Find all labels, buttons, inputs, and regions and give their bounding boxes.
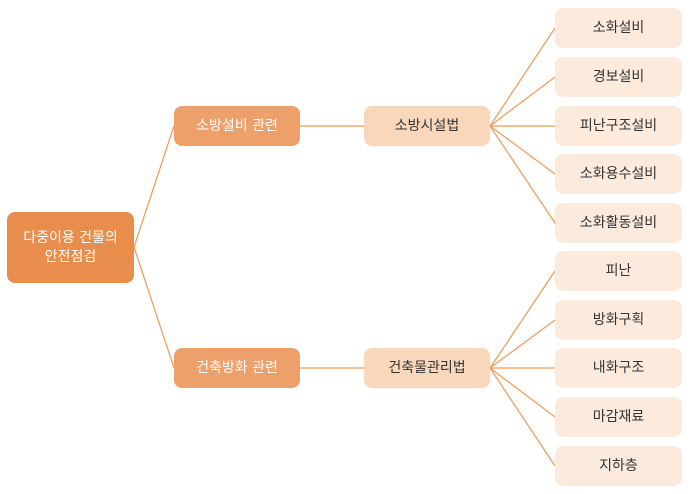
leaf-label: 내화구조 [592, 359, 645, 376]
root-label-line2: 안전점검 [44, 248, 97, 265]
leaf-evacuation: 피난 [555, 251, 682, 291]
law-fire-label: 소방시설법 [394, 117, 460, 134]
leaf-label: 방화구획 [592, 311, 645, 328]
root-label-line1: 다중이용 건물의 [23, 229, 118, 246]
law-building-label: 건축물관리법 [388, 359, 466, 376]
category-building-label: 건축방화 관련 [196, 359, 278, 376]
root-node: 다중이용 건물의 안전점검 [7, 212, 134, 283]
leaf-fire-water-equipment: 소화용수설비 [555, 154, 682, 194]
leaf-label: 지하층 [599, 457, 638, 474]
connector-law1-to-leaf1 [489, 27, 556, 127]
connector-law1-to-leaf4 [489, 125, 556, 175]
law-building-management-act: 건축물관리법 [364, 348, 490, 388]
leaf-label: 소화설비 [592, 19, 645, 36]
connector-law2-to-leaf1 [489, 270, 556, 369]
connector-root-to-building [133, 246, 175, 369]
category-building-fireproofing: 건축방화 관련 [174, 348, 300, 388]
leaf-label: 소화활동설비 [579, 214, 658, 231]
leaf-evacuation-equipment: 피난구조설비 [555, 106, 682, 146]
connector-root-to-fire [133, 125, 175, 248]
leaf-firefighting-support-equipment: 소화활동설비 [555, 203, 682, 243]
connector-law1-to-leaf5 [489, 125, 556, 224]
leaf-label: 소화용수설비 [579, 165, 658, 182]
leaf-label: 마감재료 [592, 408, 645, 425]
leaf-label: 피난구조설비 [579, 117, 658, 134]
leaf-label: 경보설비 [592, 68, 645, 85]
law-fire-facilities-act: 소방시설법 [364, 106, 490, 146]
leaf-alarm-equipment: 경보설비 [555, 57, 682, 97]
leaf-label: 피난 [605, 262, 632, 279]
leaf-fire-extinguishing-equipment: 소화설비 [555, 8, 682, 48]
category-fire-label: 소방설비 관련 [196, 117, 278, 134]
category-fire-equipment: 소방설비 관련 [174, 106, 300, 146]
connector-law2-to-leaf2 [489, 319, 556, 369]
connector-law1-to-leaf2 [489, 76, 556, 127]
leaf-fireproof-structure: 내화구조 [555, 348, 682, 388]
connector-law2-to-leaf4 [489, 367, 556, 418]
leaf-basement: 지하층 [555, 446, 682, 486]
leaf-fire-compartment: 방화구획 [555, 300, 682, 340]
connector-law2-to-leaf5 [489, 367, 556, 467]
leaf-finishing-materials: 마감재료 [555, 397, 682, 437]
